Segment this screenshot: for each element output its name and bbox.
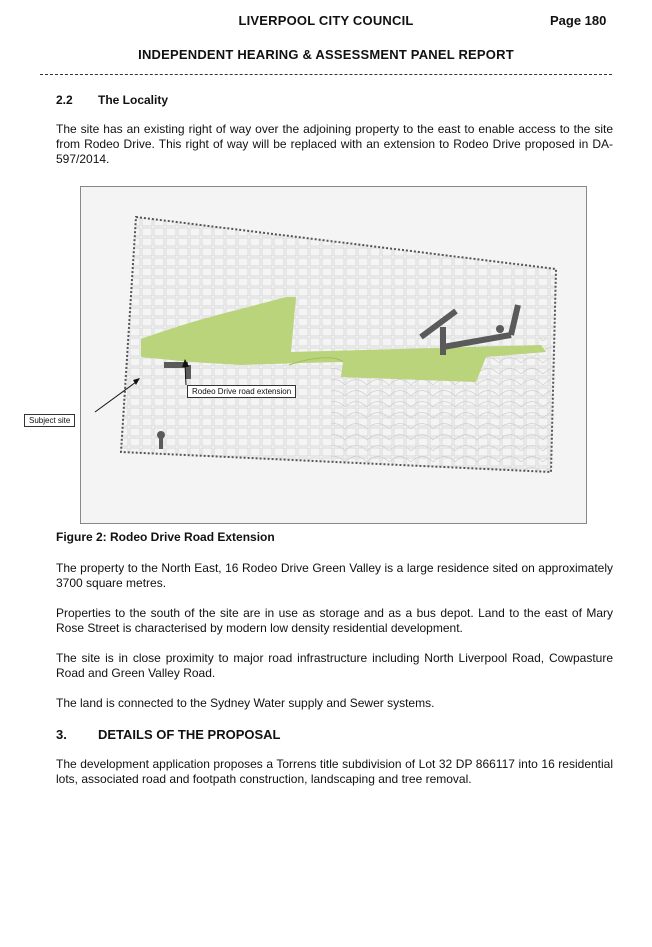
header-divider: [40, 74, 612, 75]
section-3-number: 3.: [56, 727, 67, 742]
callout-rodeo-extension: Rodeo Drive road extension: [187, 385, 297, 398]
map-graphic: [81, 187, 586, 523]
paragraph-roads: The site is in close proximity to major …: [56, 651, 613, 680]
council-name: LIVERPOOL CITY COUNCIL: [238, 13, 414, 28]
green-open-space: [141, 297, 546, 382]
locality-map: [80, 186, 587, 524]
extension-leader: [184, 363, 187, 386]
proposal-paragraph: The development application proposes a T…: [56, 757, 613, 786]
report-title: INDEPENDENT HEARING & ASSESSMENT PANEL R…: [138, 47, 514, 62]
paragraph-south: Properties to the south of the site are …: [56, 606, 613, 635]
section-3-title: DETAILS OF THE PROPOSAL: [98, 727, 281, 742]
site-leader: [94, 381, 137, 413]
figure-caption: Figure 2: Rodeo Drive Road Extension: [56, 530, 275, 544]
section-title: The Locality: [98, 93, 169, 107]
paragraph-services: The land is connected to the Sydney Wate…: [56, 696, 435, 710]
paragraph-north-east: The property to the North East, 16 Rodeo…: [56, 561, 613, 590]
section-number: 2.2: [56, 93, 73, 107]
callout-subject-site: Subject site: [24, 414, 76, 427]
locality-intro: The site has an existing right of way ov…: [56, 122, 613, 166]
road-network: [157, 304, 521, 449]
page-number: Page 180: [550, 13, 607, 28]
